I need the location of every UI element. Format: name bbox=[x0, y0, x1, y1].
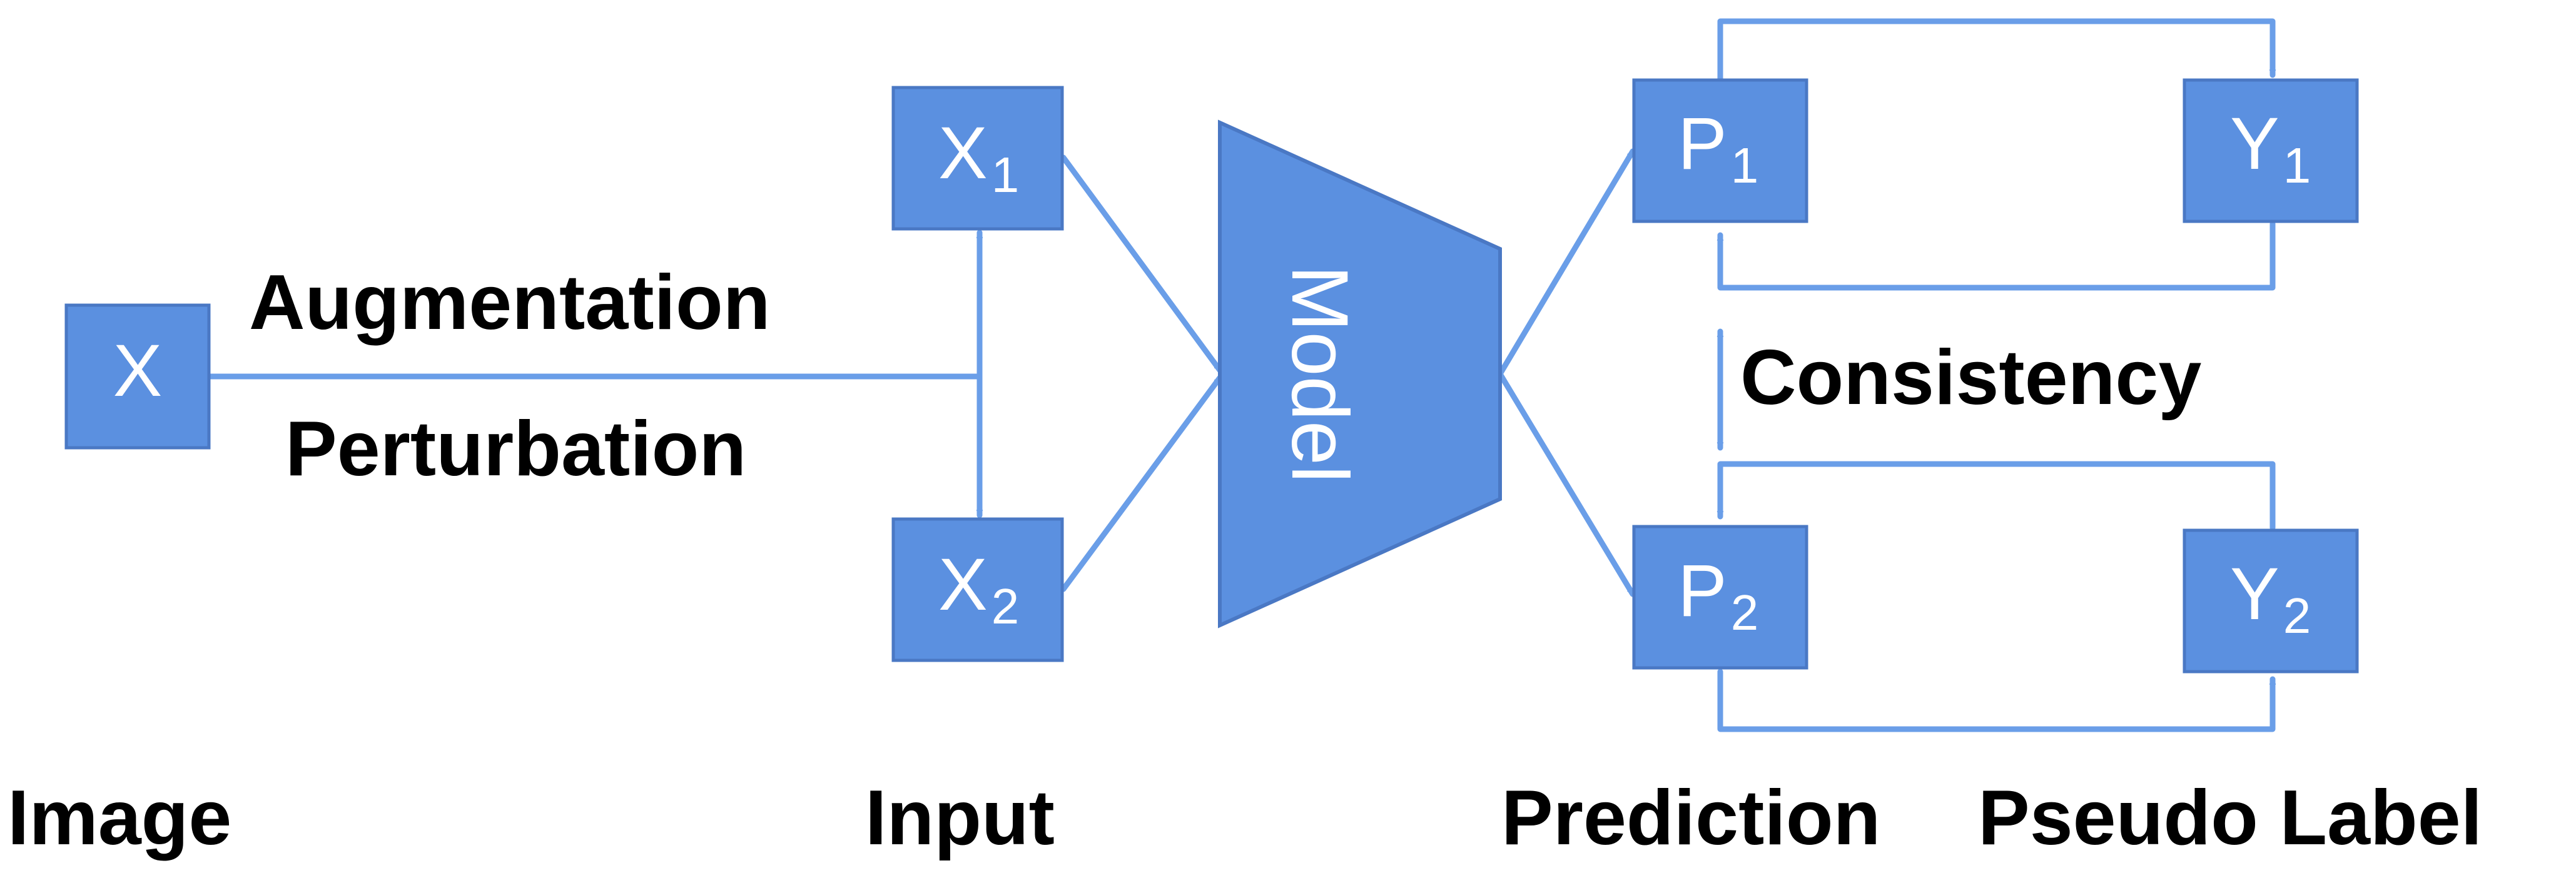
node-x: X bbox=[64, 303, 211, 450]
edge-model-to-p2 bbox=[1497, 371, 1636, 597]
node-y2: Y2 bbox=[2183, 528, 2359, 674]
column-label-prediction: Prediction bbox=[1501, 775, 1880, 861]
svg-text:X: X bbox=[113, 330, 163, 412]
node-x-main: X bbox=[113, 330, 163, 412]
model-label: Model bbox=[1275, 265, 1364, 483]
node-p1: P1 bbox=[1632, 78, 1808, 223]
node-y1-main: Y bbox=[2230, 103, 2279, 185]
svg-text:Y2: Y2 bbox=[2230, 553, 2311, 643]
node-p1-sub: 1 bbox=[1731, 138, 1759, 193]
column-label-input: Input bbox=[865, 775, 1055, 861]
augmentation-label: Augmentation bbox=[249, 260, 771, 346]
node-x2-sub: 2 bbox=[991, 578, 1020, 634]
node-x1: X1 bbox=[891, 86, 1064, 231]
node-x2-main: X bbox=[938, 543, 988, 626]
svg-text:X2: X2 bbox=[938, 543, 1019, 634]
column-label-image: Image bbox=[8, 775, 231, 861]
node-p1-main: P bbox=[1678, 103, 1727, 185]
edge-p1-to-y1 bbox=[1717, 18, 2276, 83]
svg-text:P1: P1 bbox=[1678, 103, 1758, 193]
consistency-label: Consistency bbox=[1740, 335, 2201, 421]
edge-y2-to-p2 bbox=[1716, 461, 2276, 531]
node-y1: Y1 bbox=[2183, 78, 2359, 223]
svg-text:X1: X1 bbox=[938, 112, 1019, 203]
node-y2-sub: 2 bbox=[2283, 588, 2311, 643]
node-p2: P2 bbox=[1632, 525, 1808, 670]
edge-x1-to-model bbox=[1060, 154, 1223, 373]
node-p2-main: P bbox=[1678, 550, 1727, 632]
perturbation-label: Perturbation bbox=[285, 406, 746, 492]
node-p2-sub: 2 bbox=[1731, 585, 1759, 640]
svg-text:Y1: Y1 bbox=[2230, 103, 2311, 193]
node-y1-sub: 1 bbox=[2283, 138, 2311, 193]
node-x1-main: X bbox=[938, 112, 988, 194]
edge-y1-to-p1 bbox=[1716, 221, 2276, 291]
edge-p2-to-y2 bbox=[1717, 669, 2276, 732]
node-x1-sub: 1 bbox=[991, 147, 1020, 203]
node-y2-main: Y bbox=[2230, 553, 2279, 635]
edge-x2-to-model bbox=[1060, 375, 1223, 592]
column-label-pseudo-label: Pseudo Label bbox=[1978, 775, 2482, 861]
node-x2: X2 bbox=[891, 517, 1064, 662]
edge-model-to-p1 bbox=[1497, 148, 1636, 377]
svg-text:P2: P2 bbox=[1678, 550, 1758, 640]
model-block: Model bbox=[1218, 119, 1502, 628]
